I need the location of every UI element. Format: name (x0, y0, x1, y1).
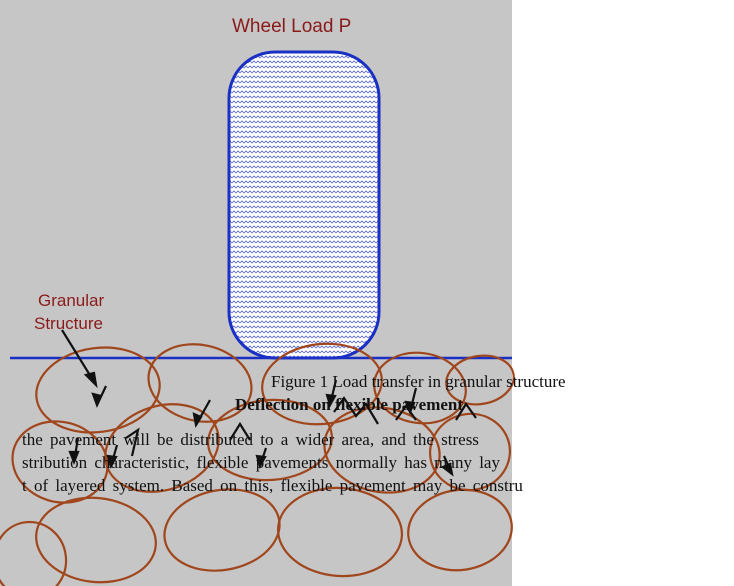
load-distribution-lines (125, 396, 477, 457)
particle (147, 343, 253, 423)
particle (0, 520, 68, 586)
fan-line (333, 396, 379, 425)
particle (35, 496, 157, 584)
fan-line (125, 427, 140, 457)
wheel-load-label: Wheel Load P (232, 16, 351, 37)
particle (276, 486, 404, 578)
body-text-line: the pavement will be distributed to a wi… (22, 430, 479, 449)
arrow (255, 447, 268, 469)
arrow (61, 329, 98, 389)
arrow (91, 385, 107, 408)
particle (428, 412, 512, 492)
body-text-line: t of layered system. Based on this, flex… (22, 476, 523, 495)
fan-line (395, 404, 417, 421)
particle (206, 398, 334, 482)
arrow (325, 379, 338, 408)
force-arrows (61, 329, 454, 477)
wheel-load-shape (227, 50, 381, 360)
body-text-line: stribution characteristic, flexible pave… (22, 453, 500, 472)
figure-caption: Figure 1 Load transfer in granular struc… (271, 372, 566, 391)
arrow (68, 437, 80, 465)
particle (407, 488, 513, 572)
particle (445, 354, 515, 406)
arrow (440, 455, 454, 477)
particle (373, 351, 467, 425)
particle (35, 346, 161, 434)
particle (261, 342, 383, 426)
section-heading: Deflection on flexible pavement (235, 395, 464, 414)
particle (11, 420, 109, 504)
granular-label-line1: Granular (38, 291, 104, 310)
fan-line (455, 402, 477, 421)
particle (323, 406, 441, 494)
arrow (192, 399, 211, 428)
particle (104, 403, 220, 493)
fan-line (229, 421, 251, 441)
granular-particles (0, 342, 515, 586)
granular-label-line2: Structure (34, 314, 103, 333)
arrow (106, 444, 119, 469)
